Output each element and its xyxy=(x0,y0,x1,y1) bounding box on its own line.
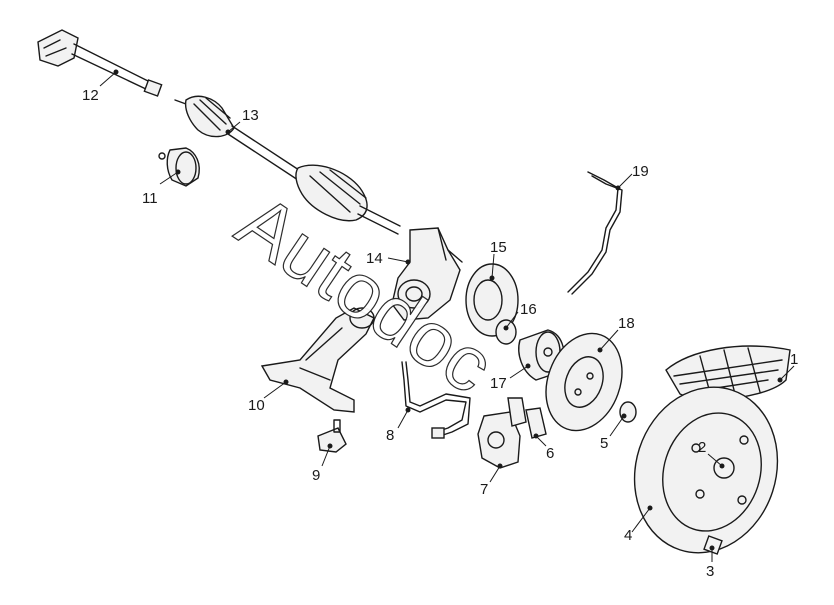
part-15-wheel-bearing xyxy=(465,263,519,337)
label-17: 17 xyxy=(490,375,507,392)
part-11-bushing xyxy=(158,147,200,187)
label-3: 3 xyxy=(706,563,714,580)
label-1: 1 xyxy=(790,351,798,368)
label-12: 12 xyxy=(82,87,99,104)
label-16: 16 xyxy=(520,301,537,318)
part-4-wheel-rim xyxy=(633,386,779,554)
label-6: 6 xyxy=(546,445,554,462)
part-3-wheel-bolt xyxy=(703,535,723,555)
part-8-brake-hose xyxy=(401,361,471,439)
label-13: 13 xyxy=(242,107,259,124)
part-18-brake-disc xyxy=(545,332,623,432)
label-7: 7 xyxy=(480,481,488,498)
part-12-intermediate-shaft xyxy=(37,29,163,97)
label-15: 15 xyxy=(490,239,507,256)
label-5: 5 xyxy=(600,435,608,452)
leader-lines xyxy=(99,69,795,562)
part-9-ball-joint xyxy=(317,419,347,453)
label-14: 14 xyxy=(366,250,383,267)
label-11: 11 xyxy=(142,190,158,207)
part-19-brake-line xyxy=(567,171,623,295)
part-16-hub-nut xyxy=(495,319,517,345)
part-10-control-arm xyxy=(260,307,375,413)
label-19: 19 xyxy=(632,163,649,180)
label-4: 4 xyxy=(624,527,632,544)
label-2: 2 xyxy=(698,439,706,456)
part-14-steering-knuckle xyxy=(391,227,463,321)
part-6-brake-pads xyxy=(507,397,547,439)
part-13-drive-shaft xyxy=(174,95,401,235)
label-18: 18 xyxy=(618,315,635,332)
label-10: 10 xyxy=(248,397,265,414)
label-8: 8 xyxy=(386,427,394,444)
part-7-brake-caliper xyxy=(477,411,521,469)
label-9: 9 xyxy=(312,467,320,484)
